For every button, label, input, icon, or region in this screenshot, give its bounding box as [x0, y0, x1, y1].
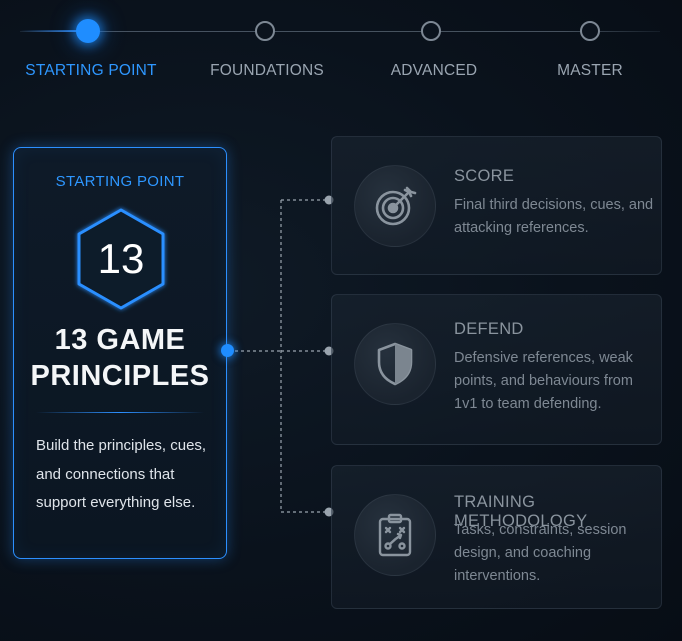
hexagon-number: 13: [97, 235, 145, 282]
card-title: 13 GAME PRINCIPLES: [14, 322, 226, 394]
step-dot-starting-point[interactable]: [76, 19, 100, 43]
category-card-score[interactable]: SCORE Final third decisions, cues, and a…: [331, 136, 662, 275]
step-label-foundations[interactable]: FOUNDATIONS: [210, 62, 324, 79]
category-title-training-methodology: TRAINING METHODOLOGY: [454, 493, 588, 530]
card-description: Build the principles, cues, and connecti…: [36, 437, 207, 511]
category-card-defend[interactable]: DEFEND Defensive references, weak points…: [331, 294, 662, 445]
category-card-training-methodology[interactable]: TRAINING METHODOLOGY Tasks, constraints,…: [331, 465, 662, 609]
step-dot-advanced[interactable]: [421, 21, 441, 41]
target-icon: [354, 165, 436, 247]
category-title-score: SCORE: [454, 167, 515, 185]
card-connection-dot: [221, 344, 234, 357]
category-description-score: Final third decisions, cues, and attacki…: [454, 197, 654, 236]
progress-track-active: [20, 30, 90, 32]
step-label-master[interactable]: MASTER: [557, 62, 623, 79]
category-description-training-methodology: Tasks, constraints, session design, and …: [454, 522, 627, 584]
card-eyebrow: STARTING POINT: [55, 173, 185, 190]
card-divider: [36, 412, 204, 413]
step-label-starting-point[interactable]: STARTING POINT: [25, 62, 157, 79]
hexagon-icon: [77, 208, 165, 310]
category-description-defend: Defensive references, weak points, and b…: [454, 350, 633, 412]
card-title-line2: PRINCIPLES: [30, 360, 210, 392]
category-title-defend: DEFEND: [454, 320, 524, 338]
game-principles-card[interactable]: STARTING POINT 13 13 GAME PRINCIPLES Bui…: [13, 147, 234, 559]
hexagon-badge: 13: [74, 206, 168, 312]
step-dot-master[interactable]: [580, 21, 600, 41]
step-dot-foundations[interactable]: [255, 21, 275, 41]
step-label-advanced[interactable]: ADVANCED: [390, 62, 478, 79]
tactics-board-icon: [354, 494, 436, 576]
shield-icon: [354, 323, 436, 405]
progress-track-line: [20, 31, 660, 32]
card-title-line1: 13 GAME: [54, 324, 186, 356]
